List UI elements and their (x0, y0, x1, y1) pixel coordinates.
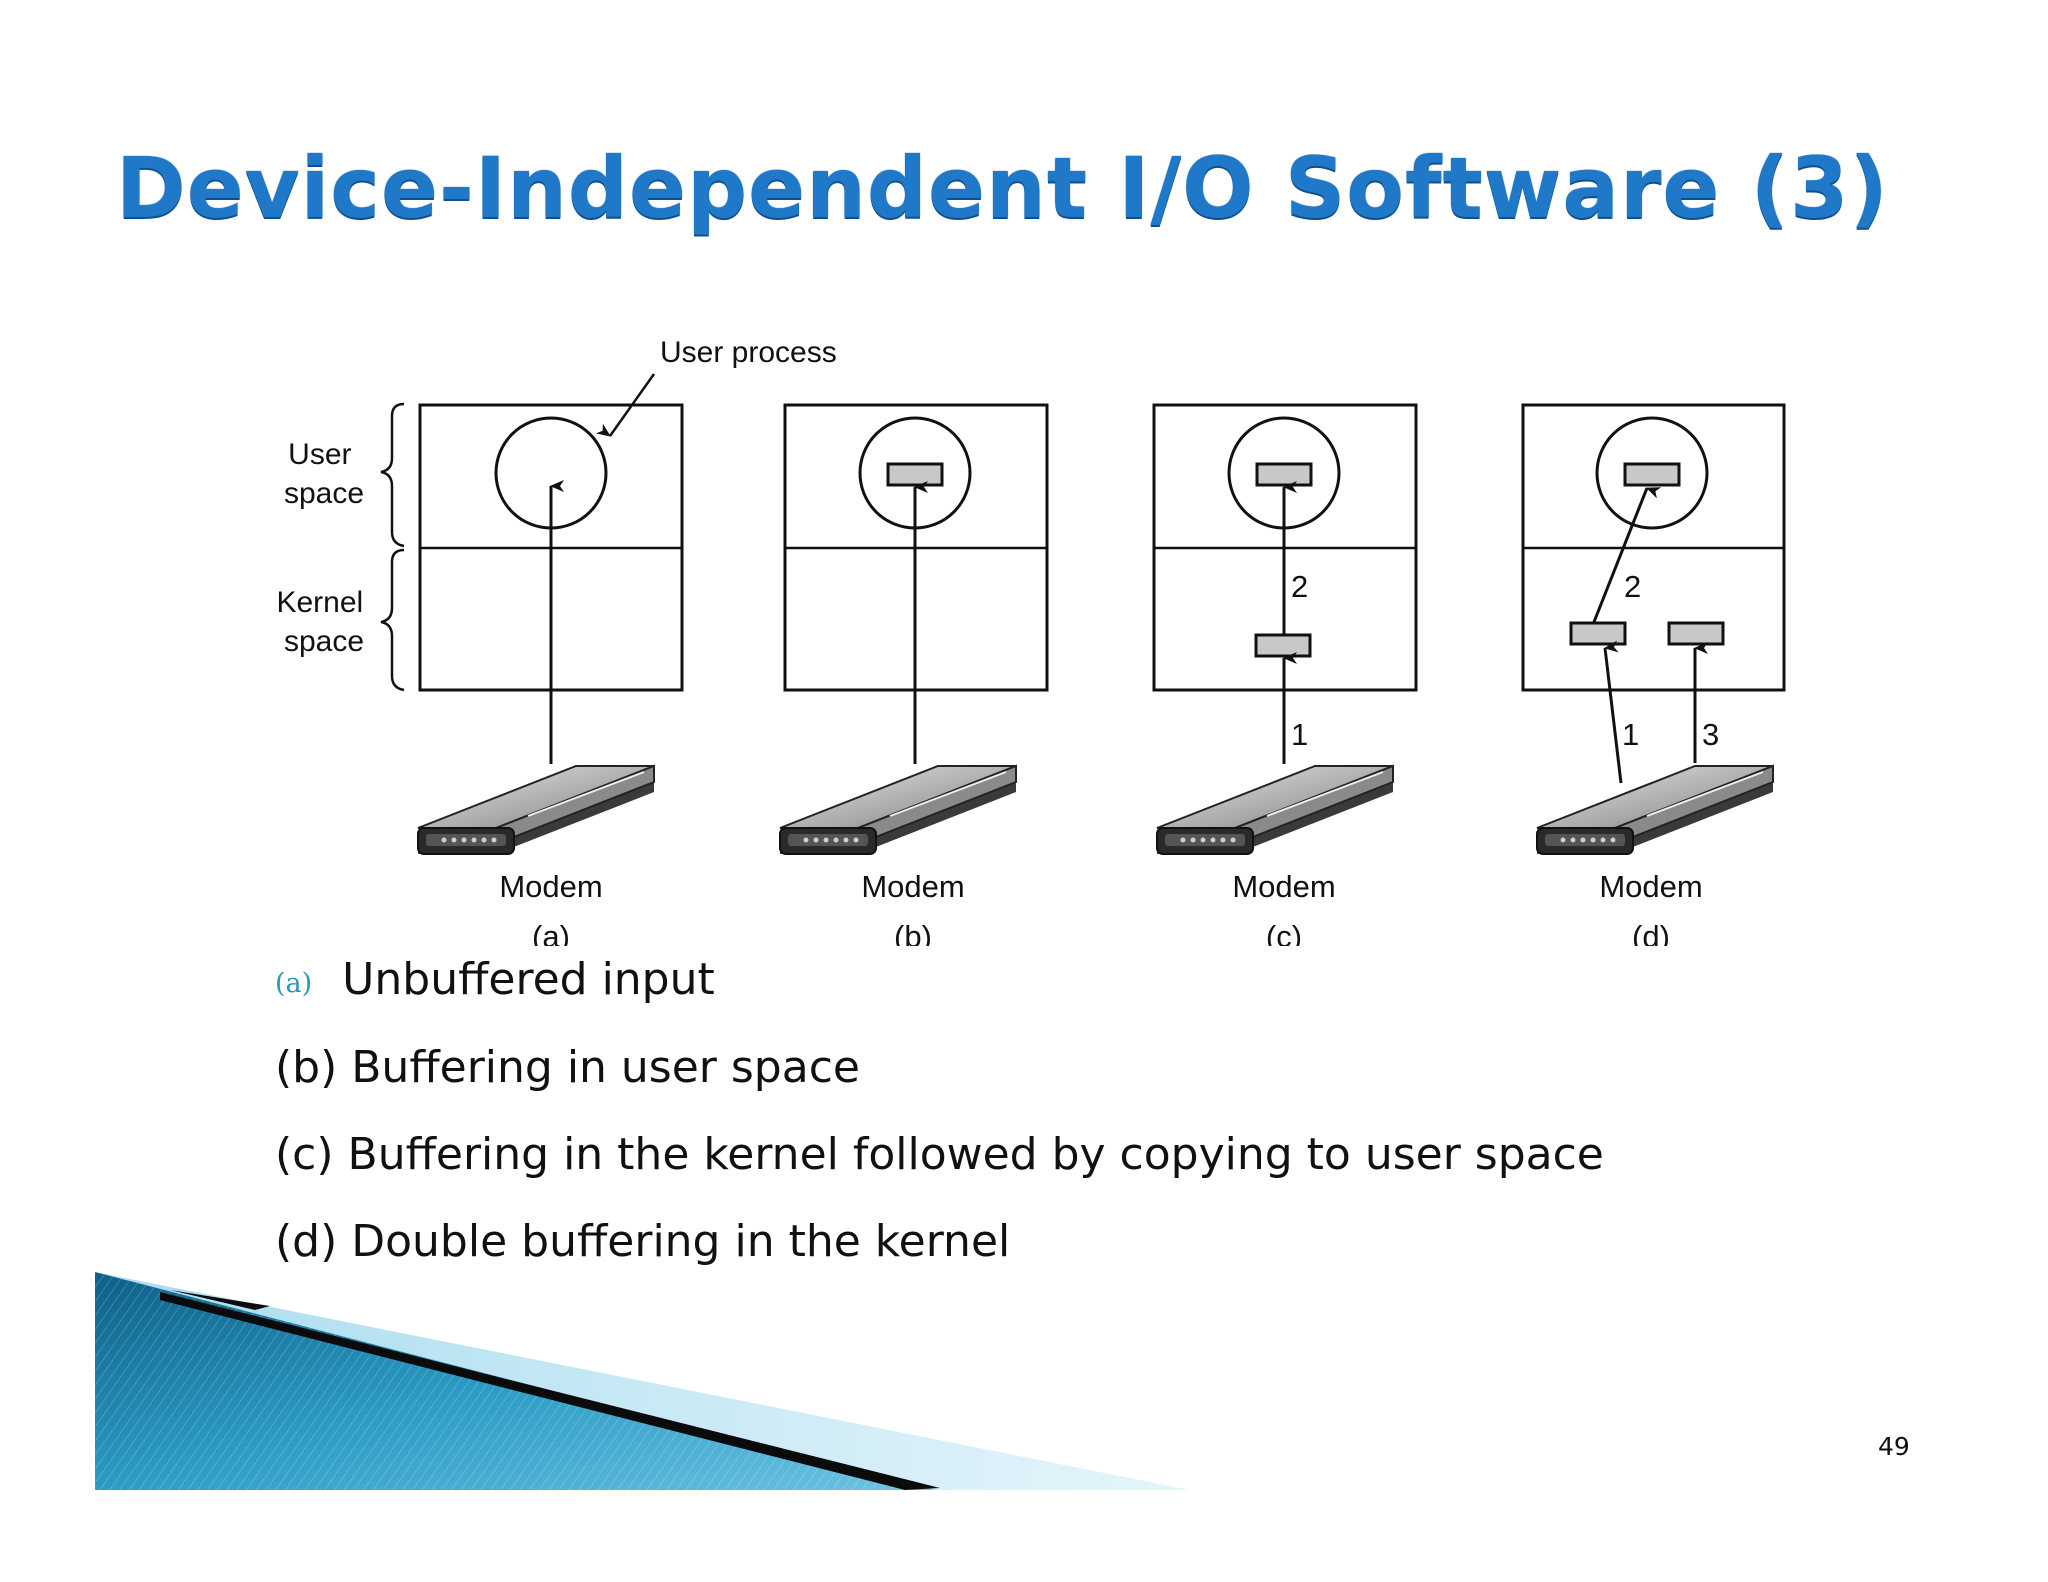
caption-b: (b) Buffering in user space (275, 1042, 860, 1093)
panel-c-device-label: Modem (1232, 869, 1335, 904)
panel-d-user-buffer (1623, 462, 1681, 487)
panel-d-user-process (1595, 416, 1709, 530)
panel-c-step-1-label: 1 (1291, 717, 1308, 752)
panel-d-copy-arrow (1592, 487, 1662, 623)
panel-c-kernel-buffer (1254, 633, 1312, 658)
slide-title: Device-Independent I/O Software (3) (116, 139, 1889, 237)
page-number: 49 (1878, 1432, 1910, 1461)
caption-a: (a)Unbuffered input (275, 958, 715, 1002)
panel-b-user-buffer (886, 462, 944, 487)
caption-d: (d) Double buffering in the kernel (275, 1216, 1011, 1267)
panel-d-kernel-buffer-1 (1569, 621, 1627, 646)
panel-c-modem-icon (1156, 765, 1394, 855)
panel-b-modem-icon (779, 765, 1017, 855)
panel-d-step-1-label: 1 (1622, 717, 1639, 752)
panel-b-device-label: Modem (861, 869, 964, 904)
panel-a: Modem (a) (417, 403, 684, 954)
panel-c-step-2-label: 2 (1291, 569, 1308, 604)
panel-d: 2 1 3 Modem (d) (1521, 403, 1786, 954)
panel-d-input-arrow-1 (1603, 640, 1623, 784)
caption-a-text: Unbuffered input (342, 954, 715, 1005)
panel-d-step-3-label: 3 (1702, 717, 1719, 752)
caption-a-marker: (a) (275, 968, 313, 999)
panel-d-device-label: Modem (1599, 869, 1702, 904)
panel-a-modem-icon (417, 765, 655, 855)
panel-b: Modem (b) (779, 403, 1049, 954)
user-process-label: User process (660, 336, 837, 369)
user-space-brace (380, 402, 405, 548)
user-space-label: User space (284, 438, 364, 510)
panel-c-user-buffer (1255, 462, 1313, 487)
panel-d-kernel-buffer-2 (1667, 621, 1725, 646)
caption-c: (c) Buffering in the kernel followed by … (275, 1129, 1604, 1180)
panel-d-modem-icon (1536, 765, 1774, 855)
panel-c: 2 1 Modem (c) (1152, 403, 1418, 954)
kernel-space-brace (380, 548, 405, 692)
figure-crop-edge (380, 946, 1800, 960)
kernel-space-label: Kernel space (276, 586, 371, 658)
panel-a-device-label: Modem (499, 869, 602, 904)
panel-d-step-2-label: 2 (1624, 569, 1641, 604)
